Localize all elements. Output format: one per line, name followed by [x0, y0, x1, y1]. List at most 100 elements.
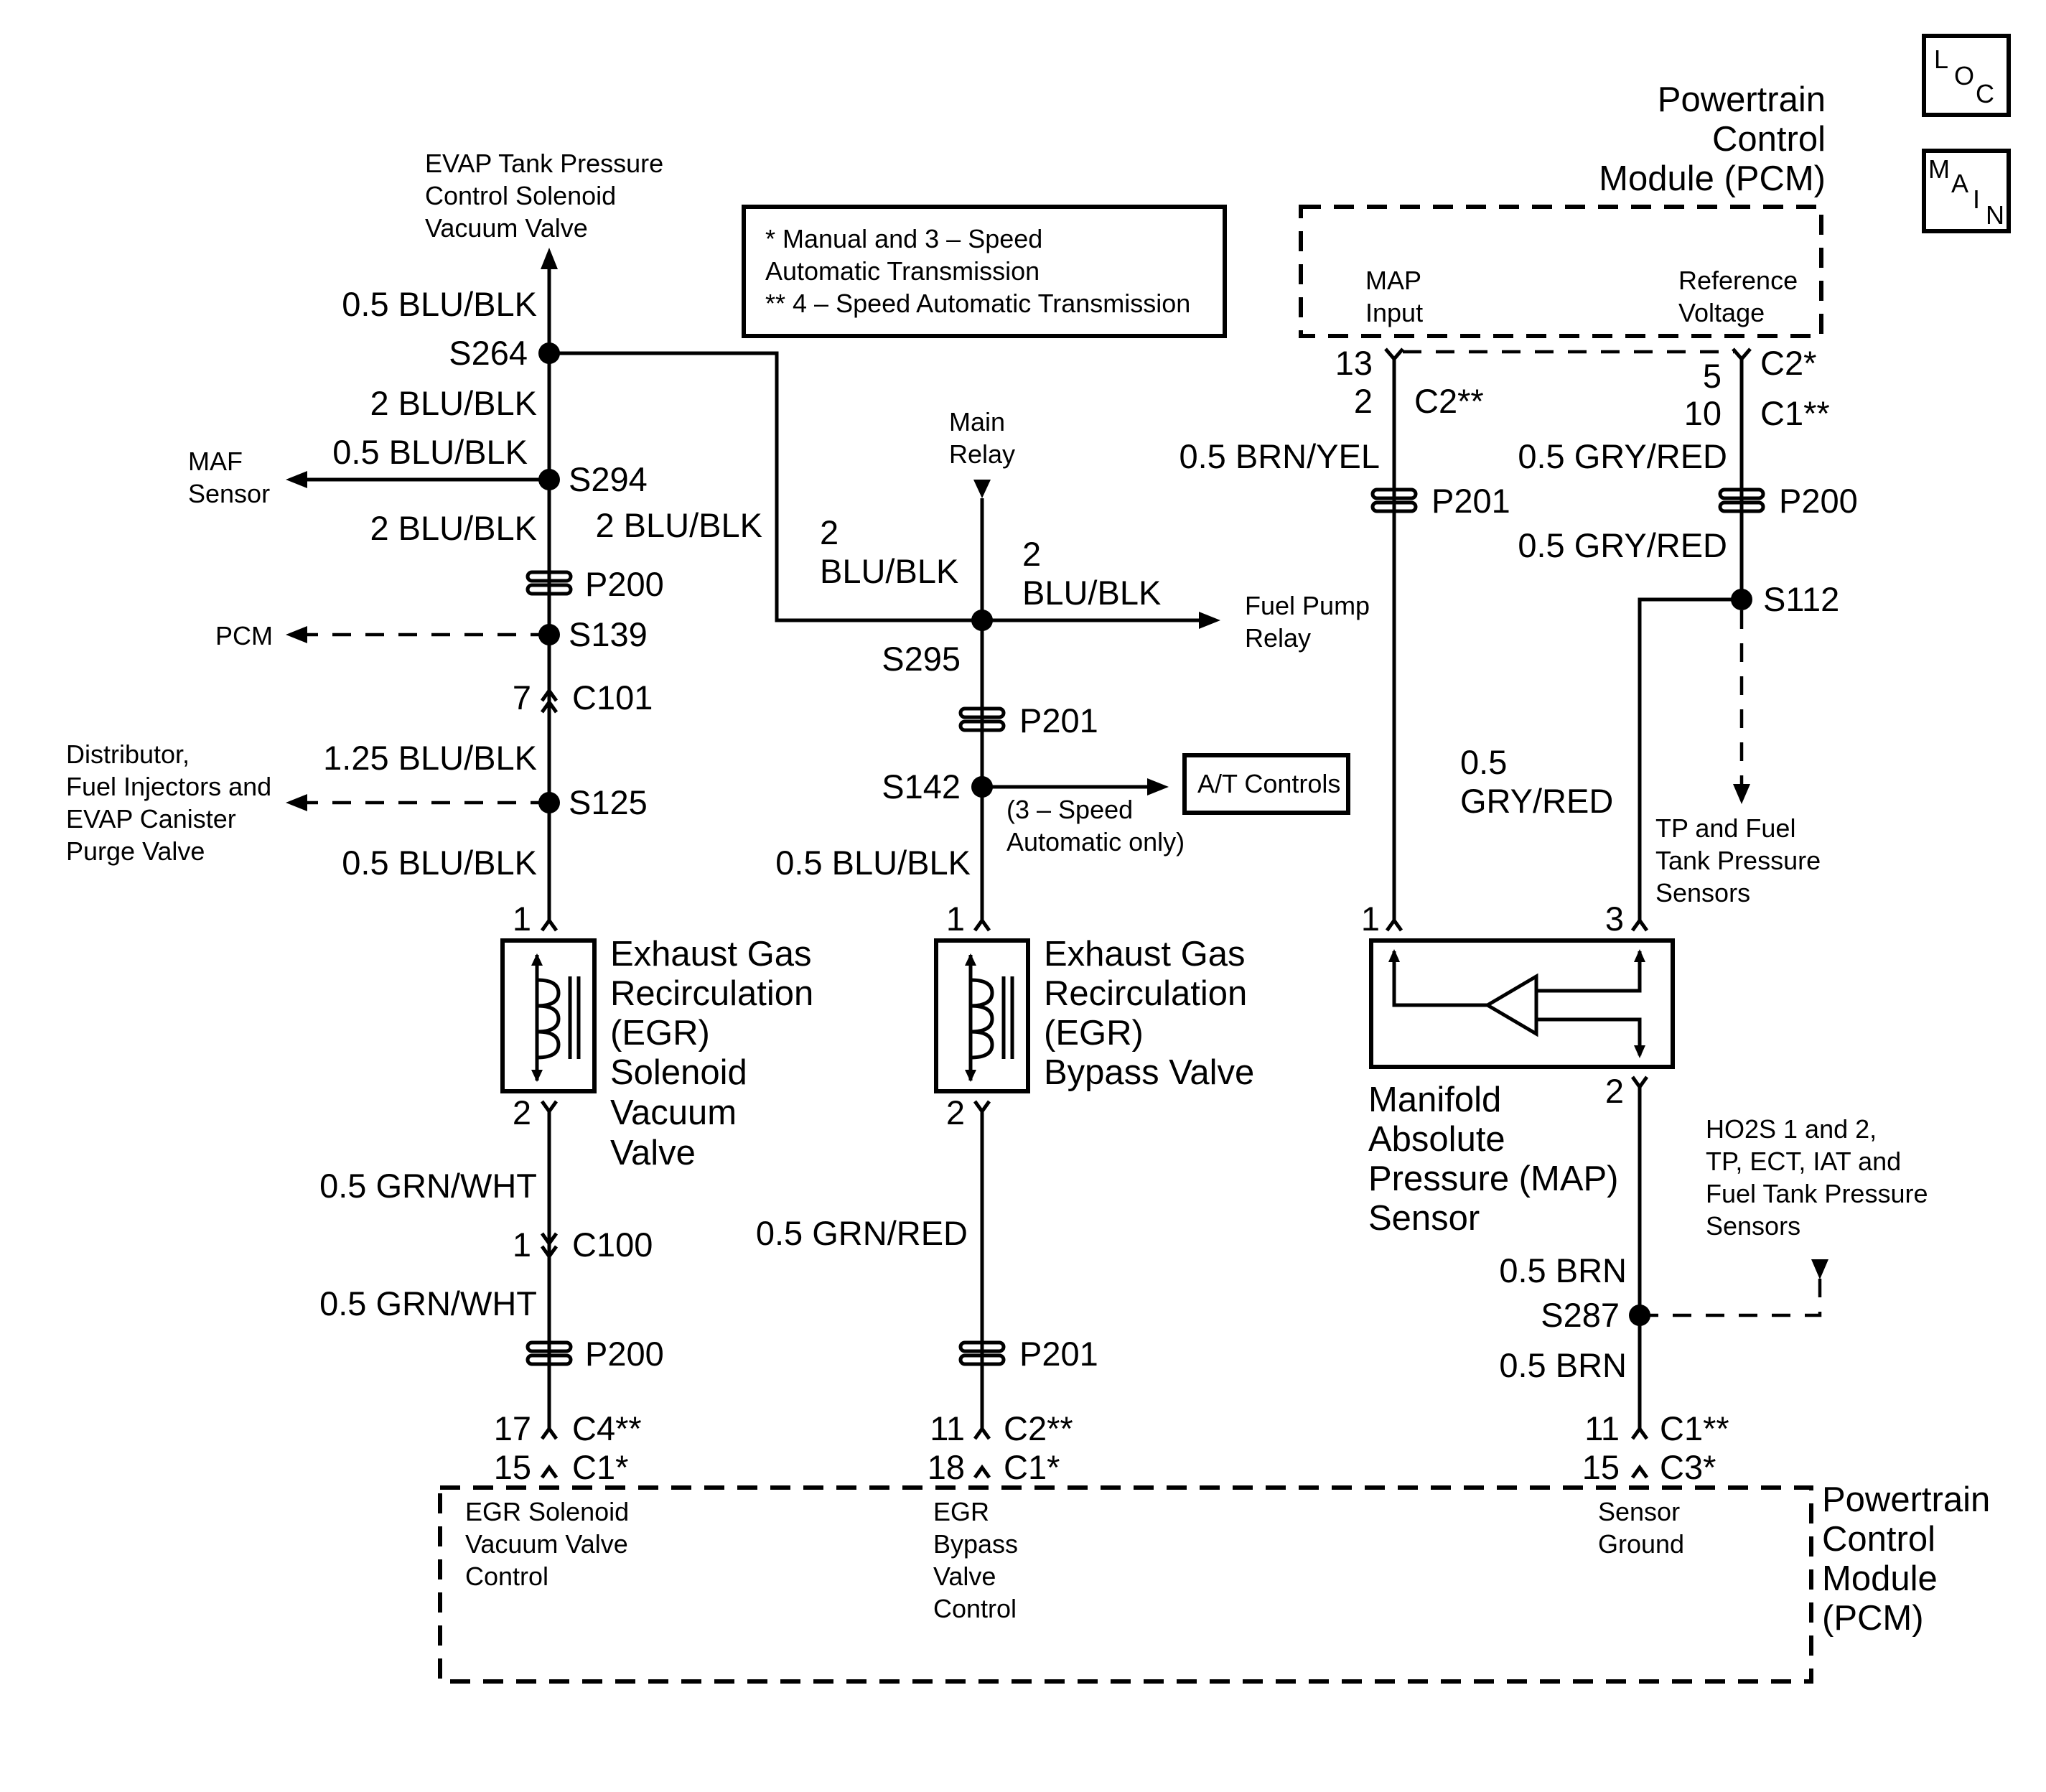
- pcm-bottom-title: Powertrain Control Module (PCM): [1822, 1480, 1990, 1638]
- pin-number: 15: [494, 1448, 531, 1486]
- svg-text:EGR: EGR: [933, 1497, 989, 1526]
- ho2s-destination-2: TP, ECT, IAT and: [1706, 1147, 1901, 1176]
- wire-label: 0.5 BLU/BLK: [775, 844, 971, 882]
- svg-text:Vacuum: Vacuum: [610, 1093, 737, 1132]
- connector-label: P201: [1019, 1335, 1098, 1373]
- wire-label: 0.5 BLU/BLK: [342, 844, 537, 882]
- wire-label: 0.5: [1460, 743, 1507, 781]
- splice-label-s125: S125: [569, 783, 648, 821]
- connector-label: C1*: [572, 1448, 628, 1486]
- wire-label: 2 BLU/BLK: [370, 384, 537, 422]
- svg-text:I: I: [1973, 185, 1980, 214]
- tp-sensors-arrow-icon: [1733, 784, 1750, 804]
- wire-label: 0.5 BRN/YEL: [1179, 437, 1380, 475]
- main-relay-destination-2: Relay: [949, 439, 1015, 469]
- ho2s-destination-3: Fuel Tank Pressure: [1706, 1179, 1928, 1208]
- tp-sensors-destination-2: Tank Pressure: [1655, 846, 1821, 875]
- splice-label-s112: S112: [1763, 580, 1839, 618]
- svg-text:M: M: [1928, 154, 1950, 184]
- pin-number: 11: [1584, 1409, 1620, 1447]
- wire-label: 2 BLU/BLK: [370, 509, 537, 547]
- svg-text:Control: Control: [1822, 1520, 1935, 1559]
- svg-text:Powertrain: Powertrain: [1658, 80, 1826, 119]
- svg-text:Pressure (MAP): Pressure (MAP): [1368, 1159, 1619, 1198]
- wire-label: 0.5 GRY/RED: [1518, 437, 1727, 475]
- wire-label: BLU/BLK: [1022, 574, 1161, 612]
- wire-label: 0.5 BLU/BLK: [332, 433, 528, 471]
- connector-label: C3*: [1660, 1448, 1716, 1486]
- pin-number: 1: [946, 900, 965, 938]
- splice-s294: [538, 469, 560, 490]
- egr-bypass-label: Exhaust Gas Recirculation (EGR) Bypass V…: [1044, 935, 1254, 1092]
- splice-label-s264: S264: [449, 334, 528, 372]
- ho2s-destination-4: Sensors: [1706, 1211, 1800, 1241]
- wire-label: 2 BLU/BLK: [595, 506, 762, 544]
- pin-number: 3: [1605, 900, 1624, 938]
- wire-label: 0.5 GRN/WHT: [319, 1284, 537, 1322]
- map-input-label: MAP: [1365, 266, 1421, 295]
- svg-text:EGR Solenoid: EGR Solenoid: [465, 1497, 629, 1526]
- reference-voltage-label-2: Voltage: [1678, 298, 1765, 327]
- svg-text:(EGR): (EGR): [610, 1014, 710, 1053]
- three-speed-note: (3 – Speed: [1006, 795, 1133, 824]
- wire-label: 0.5 BLU/BLK: [342, 285, 537, 323]
- svg-text:Absolute: Absolute: [1368, 1120, 1505, 1159]
- pin-number: 13: [1335, 344, 1373, 382]
- fuel-pump-destination-2: Relay: [1245, 623, 1311, 653]
- svg-text:* Manual and 3 – Speed: * Manual and 3 – Speed: [765, 224, 1042, 253]
- svg-text:(PCM): (PCM): [1822, 1599, 1924, 1638]
- wire-label: 0.5 GRN/WHT: [319, 1167, 537, 1205]
- connector-label: C101: [572, 678, 653, 717]
- splice-label-s142: S142: [882, 767, 961, 806]
- svg-text:O: O: [1954, 61, 1974, 90]
- svg-text:Recirculation: Recirculation: [1044, 974, 1247, 1013]
- svg-text:Valve: Valve: [610, 1134, 696, 1172]
- svg-text:N: N: [1986, 200, 2004, 230]
- connector-p201: [1370, 487, 1418, 513]
- pin-number: 10: [1684, 394, 1722, 432]
- tp-sensors-destination: TP and Fuel: [1655, 813, 1795, 843]
- svg-text:Solenoid: Solenoid: [610, 1053, 747, 1092]
- evap-destination: EVAP Tank Pressure: [425, 149, 663, 178]
- pin-number: 5: [1703, 357, 1722, 395]
- map-input-label-2: Input: [1365, 298, 1423, 327]
- wire-label: 0.5 BRN: [1499, 1346, 1627, 1384]
- svg-text:C: C: [1976, 79, 1994, 108]
- map-sensor-label: Manifold Absolute Pressure (MAP) Sensor: [1368, 1081, 1619, 1238]
- evap-destination-2: Control Solenoid: [425, 181, 616, 210]
- connector-label: P200: [1779, 482, 1858, 520]
- evap-destination-3: Vacuum Valve: [425, 213, 588, 243]
- tp-sensors-destination-3: Sensors: [1655, 878, 1750, 907]
- svg-text:Recirculation: Recirculation: [610, 974, 813, 1013]
- main-relay-arrow-icon: [973, 480, 991, 498]
- svg-text:Control: Control: [1712, 120, 1826, 159]
- connector-label: C2*: [1760, 344, 1816, 382]
- reference-voltage-label: Reference: [1678, 266, 1798, 295]
- maf-sensor-destination-2: Sensor: [188, 479, 270, 508]
- wire-label: 0.5 GRN/RED: [756, 1214, 968, 1252]
- main-relay-destination: Main: [949, 407, 1005, 437]
- pcm-top-box: [1299, 205, 1823, 338]
- connector-label: C100: [572, 1226, 653, 1264]
- egr-solenoid-label: Exhaust Gas Recirculation (EGR) Solenoid…: [610, 935, 813, 1172]
- connector-label: C1**: [1760, 394, 1830, 432]
- ho2s-arrow-icon: [1811, 1259, 1828, 1279]
- svg-text:** 4 – Speed Automatic Transmi: ** 4 – Speed Automatic Transmission: [765, 289, 1190, 318]
- svg-text:Ground: Ground: [1598, 1529, 1684, 1559]
- three-speed-note-2: Automatic only): [1006, 827, 1185, 857]
- main-badge[interactable]: M A I N: [1922, 149, 2011, 233]
- svg-text:Vacuum Valve: Vacuum Valve: [465, 1529, 628, 1559]
- connector-p200: [1718, 487, 1765, 513]
- loc-badge[interactable]: L O C: [1922, 34, 2011, 117]
- legend-box: * Manual and 3 – Speed Automatic Transmi…: [742, 205, 1227, 338]
- pin-number: 1: [513, 900, 531, 938]
- pcm-destination: PCM: [215, 621, 273, 650]
- svg-text:Sensor: Sensor: [1598, 1497, 1680, 1526]
- egr-solenoid-control-label: EGR Solenoid Vacuum Valve Control: [465, 1497, 629, 1591]
- egr-solenoid-component: [500, 938, 597, 1093]
- svg-text:Powertrain: Powertrain: [1822, 1480, 1990, 1519]
- svg-text:L: L: [1934, 45, 1948, 74]
- evap-arrow-icon: [541, 248, 558, 269]
- pcm-bottom-box: [438, 1485, 1813, 1684]
